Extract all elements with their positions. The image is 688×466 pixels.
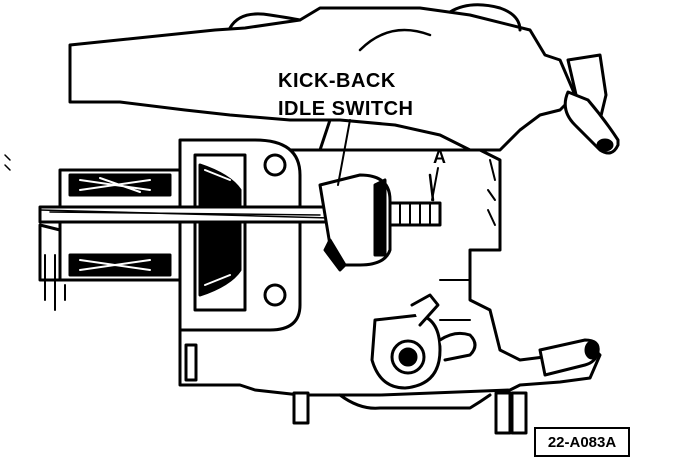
figure-code-text: 22-A083A bbox=[547, 433, 617, 451]
air-horn-body bbox=[68, 3, 577, 152]
diaphragm-housing bbox=[178, 138, 302, 382]
throttle-lever bbox=[370, 293, 477, 390]
plunger-shaft bbox=[38, 205, 332, 224]
idle-switch-bracket bbox=[318, 173, 392, 272]
figure-code-box: 22-A083A bbox=[534, 427, 630, 457]
kick-back-leader bbox=[337, 119, 351, 186]
choke-tube bbox=[563, 53, 620, 155]
hose-fitting bbox=[538, 338, 600, 377]
kick-back-label-line2: IDLE SWITCH bbox=[278, 98, 414, 120]
callout-a-leader bbox=[431, 167, 439, 201]
throttle-body-legs bbox=[292, 391, 528, 435]
edge-marks bbox=[4, 154, 11, 171]
kick-back-label-line1: KICK-BACK bbox=[278, 70, 396, 92]
leader-lines bbox=[337, 119, 439, 201]
callout-a-label: A bbox=[433, 147, 447, 167]
solenoid-assembly bbox=[38, 168, 182, 311]
